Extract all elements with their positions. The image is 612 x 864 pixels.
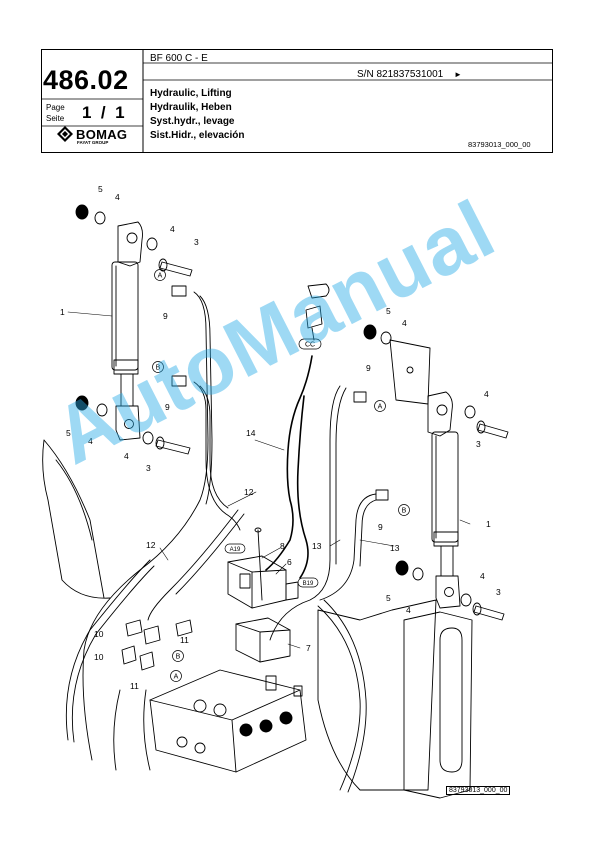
- left-hose-long: [65, 559, 151, 741]
- serial-text: S/N 821837531001: [357, 69, 444, 80]
- callout-4: 4: [484, 389, 489, 399]
- callout-4: 4: [124, 451, 129, 461]
- part-number: 486.02: [43, 65, 129, 95]
- title-fr: Syst.hydr., levage: [150, 116, 235, 127]
- right-hose-down-b: [323, 599, 367, 793]
- port-label-b: B: [156, 365, 161, 372]
- frame-outline-right: [317, 599, 437, 791]
- solenoid-valve-7: [235, 617, 291, 663]
- sensor-connector: [305, 283, 330, 341]
- callout-12: 12: [244, 487, 254, 497]
- connector-label-cc: CC: [305, 342, 315, 349]
- right-hose-down: [317, 605, 361, 791]
- callout-4: 4: [170, 224, 175, 234]
- exploded-view-drawing: 5 4 4 3 1 9 9 5 4 4 3 14 12 12 8 6 7 13 …: [42, 184, 509, 799]
- right-mount-bracket: [389, 339, 431, 405]
- left-hose-c: [193, 381, 241, 531]
- left-hose-12b: [175, 513, 245, 595]
- callout-4: 4: [88, 436, 93, 446]
- serial-arrow-icon: ►: [453, 70, 462, 79]
- callout-7: 7: [306, 643, 311, 653]
- callout-10: 10: [94, 629, 104, 639]
- left-hose-bottom-b: [143, 689, 151, 771]
- header-frame: [41, 49, 553, 153]
- left-lift-cylinder: [111, 221, 143, 441]
- drawing-reference: 83793013_000_00: [468, 140, 531, 149]
- callout-11: 11: [180, 635, 189, 645]
- port-label-b: B: [402, 508, 407, 515]
- port-label-a: A: [174, 674, 179, 681]
- solenoid-valve-6: [227, 555, 299, 609]
- right-hose-13b: [335, 387, 347, 565]
- fittings-10-11: [121, 619, 193, 671]
- left-hose-b: [199, 295, 213, 505]
- serial-number: S/N 821837531001 ►: [357, 69, 462, 80]
- callout-6: 6: [287, 557, 292, 567]
- callout-1: 1: [486, 519, 491, 529]
- page-number: 1 / 1: [82, 103, 125, 122]
- callout-1: 1: [60, 307, 65, 317]
- left-fittings: [171, 285, 187, 387]
- callout-3: 3: [194, 237, 199, 247]
- page-label-de: Seite: [46, 114, 65, 123]
- control-valve-block: [149, 669, 307, 773]
- callout-13: 13: [390, 543, 400, 553]
- callout-3: 3: [496, 587, 501, 597]
- right-hose-13a: [269, 385, 341, 641]
- frame-outline-left-inner: [55, 459, 93, 541]
- connector-label-b19: B19: [303, 581, 314, 587]
- callout-14: 14: [246, 428, 256, 438]
- callout-4: 4: [402, 318, 407, 328]
- brand-name: BOMAG: [76, 127, 128, 142]
- callout-8: 8: [280, 541, 285, 551]
- callout-10: 10: [94, 652, 104, 662]
- frame-plate: [403, 611, 473, 799]
- callout-13: 13: [312, 541, 322, 551]
- left-hose-a: [82, 291, 209, 761]
- right-lift-cylinder: [427, 391, 461, 609]
- right-fittings: [353, 391, 389, 501]
- connector-label-a19: A19: [230, 547, 241, 553]
- right-hose-13d: [359, 499, 377, 567]
- callout-9: 9: [165, 402, 170, 412]
- page-label-en: Page: [46, 103, 65, 112]
- model-name: BF 600 C - E: [150, 53, 208, 64]
- callout-9: 9: [378, 522, 383, 532]
- callout-leaders: [67, 311, 471, 649]
- wire-harness-14[interactable]: [265, 355, 313, 571]
- rod-8: [257, 529, 263, 601]
- frame-outline-left: [42, 439, 111, 599]
- callout-11: 11: [130, 681, 139, 691]
- left-hose-d: [199, 385, 229, 509]
- brand-subtitle: FAYAT GROUP: [77, 140, 109, 145]
- title-en: Hydraulic, Lifting: [150, 88, 232, 99]
- callout-9: 9: [163, 311, 168, 321]
- left-fasteners: [75, 204, 193, 455]
- callout-5: 5: [386, 306, 391, 316]
- left-hose-12: [147, 509, 239, 621]
- callout-5: 5: [98, 184, 103, 194]
- callout-4: 4: [480, 571, 485, 581]
- callout-5: 5: [386, 593, 391, 603]
- right-hose-13c: [319, 493, 377, 601]
- callout-12: 12: [146, 540, 156, 550]
- bomag-logo-icon: [57, 126, 73, 142]
- port-label-a: A: [158, 273, 163, 280]
- drawing-footer-reference: 83793013_000_00: [446, 786, 511, 795]
- frame-slot: [439, 627, 463, 773]
- callout-5: 5: [66, 428, 71, 438]
- port-label-b: B: [176, 654, 181, 661]
- left-hose-bottom: [113, 689, 121, 771]
- callout-9: 9: [366, 363, 371, 373]
- title-de: Hydraulik, Heben: [150, 102, 232, 113]
- port-label-a: A: [378, 404, 383, 411]
- wire-harness-14b[interactable]: [296, 395, 309, 579]
- callout-4: 4: [115, 192, 120, 202]
- callout-3: 3: [476, 439, 481, 449]
- callout-4: 4: [406, 605, 411, 615]
- left-hose-long-b: [71, 565, 155, 743]
- title-es: Sist.Hidr., elevación: [150, 130, 245, 141]
- right-fasteners: [363, 324, 509, 621]
- callout-3: 3: [146, 463, 151, 473]
